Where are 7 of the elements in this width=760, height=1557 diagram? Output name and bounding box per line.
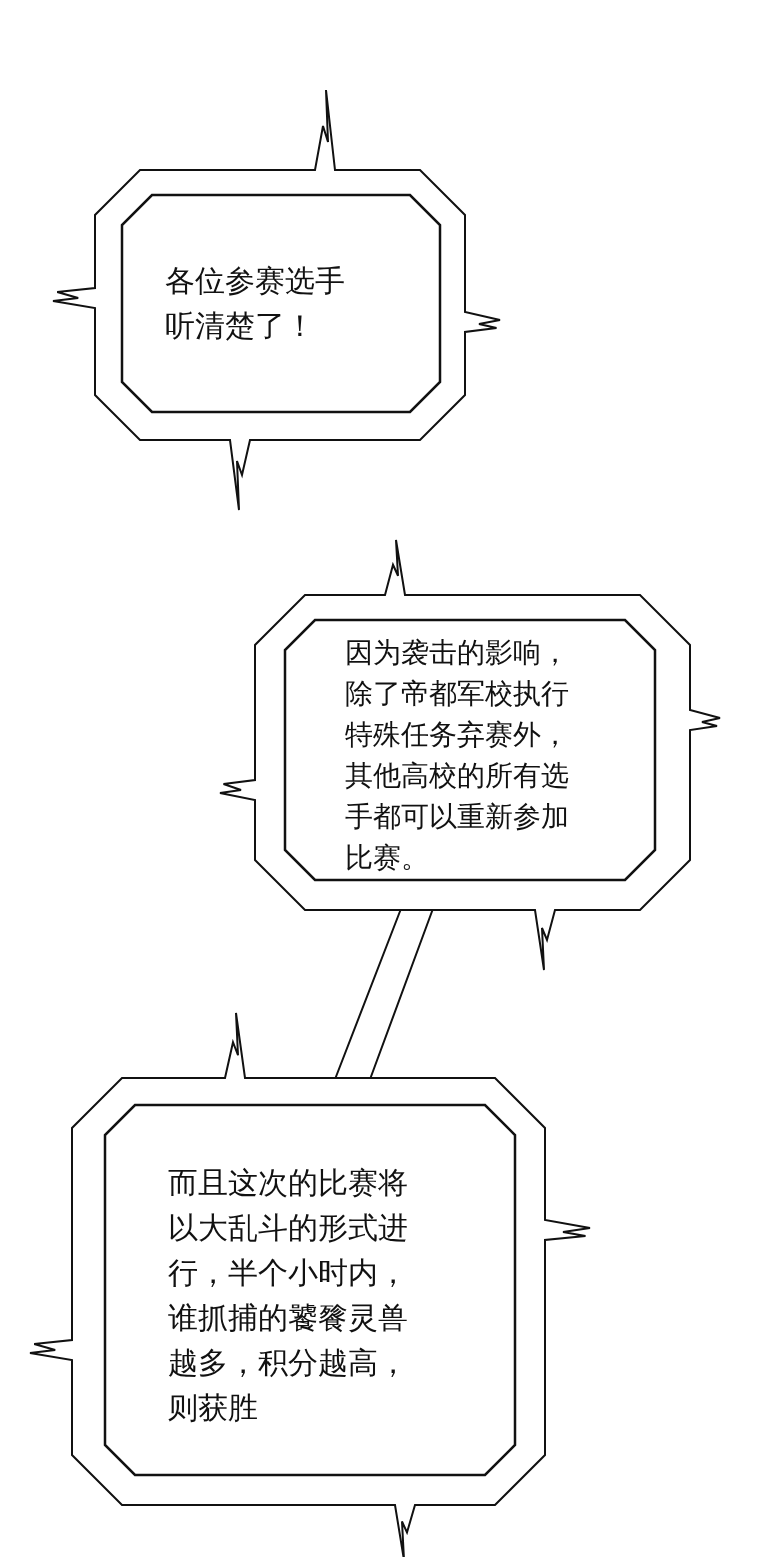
speech-text: 因为袭击的影响，除了帝都军校执行特殊任务弃赛外，其他高校的所有选手都可以重新参加比赛。 [345,635,570,876]
speech-text: 而且这次的比赛将以大乱斗的形式进行，半个小时内，谁抓捕的饕餮灵兽越多，积分越高，则获胜 [168,1164,409,1427]
speech-bubble [28,1011,592,1557]
speech-bubble [51,88,502,512]
connector-tail [334,909,434,1079]
speech-bubble [218,538,722,972]
speech-text: 各位参赛选手听清楚了！ [165,262,346,345]
